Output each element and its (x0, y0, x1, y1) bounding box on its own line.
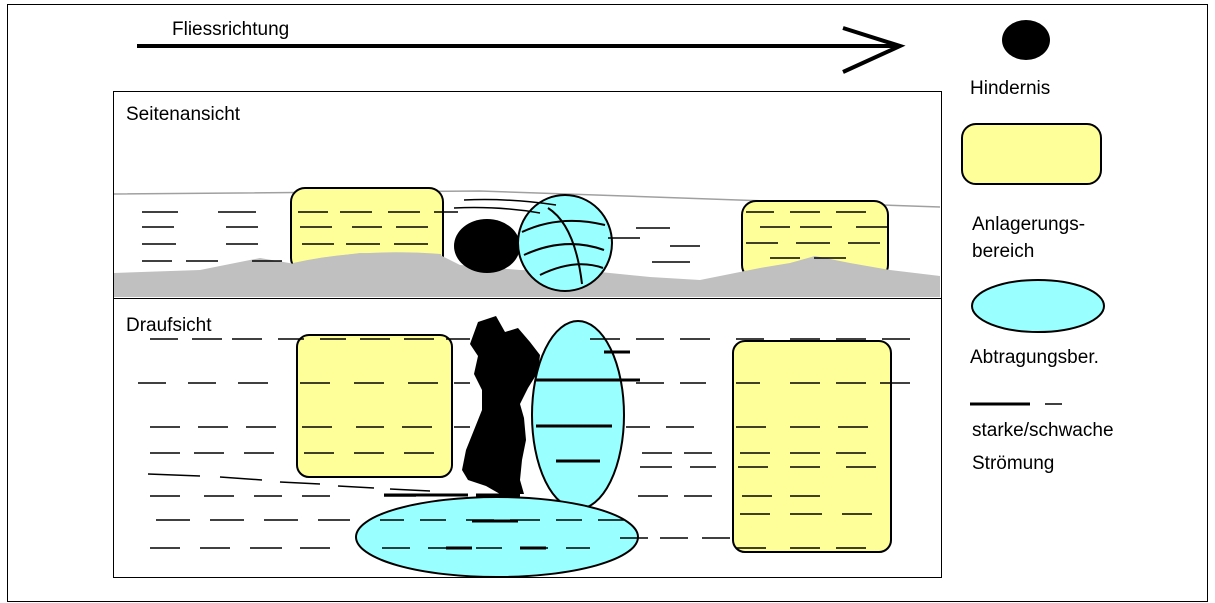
legend (961, 20, 1105, 406)
legend-current-label-line1: starke/schwache (972, 420, 1114, 441)
current-lines-side (142, 198, 888, 263)
legend-erosion-label: Abtragungsber. (970, 347, 1099, 368)
legend-current-label-line2: Strömung (972, 453, 1055, 474)
legend-deposition-symbol (961, 123, 1102, 185)
erosion-area-top-horizontal (355, 496, 639, 578)
flow-arrow (137, 26, 906, 74)
legend-obstacle-label: Hindernis (970, 78, 1051, 99)
legend-deposition-label-line1: Anlagerungs- (972, 214, 1086, 235)
side-view-label: Seitenansicht (126, 104, 241, 125)
flow-label: Fliessrichtung (172, 19, 289, 40)
current-lines-top (138, 338, 910, 549)
deposition-area-top-1 (296, 334, 453, 478)
top-view-panel: Draufsicht (126, 315, 910, 578)
obstacle-top (462, 316, 540, 494)
strong-current-lines-top (384, 350, 640, 550)
legend-erosion-symbol (971, 279, 1105, 333)
erosion-area-side (517, 194, 613, 292)
deposition-area-top-2 (732, 340, 892, 553)
legend-deposition-label-line2: bereich (972, 241, 1035, 262)
top-view-label: Draufsicht (126, 315, 212, 336)
side-view-panel: Seitenansicht (113, 104, 941, 297)
riverbed (114, 253, 940, 297)
obstacle-side (454, 219, 520, 273)
erosion-area-top-vertical (531, 320, 625, 510)
legend-obstacle-symbol (1002, 20, 1050, 60)
